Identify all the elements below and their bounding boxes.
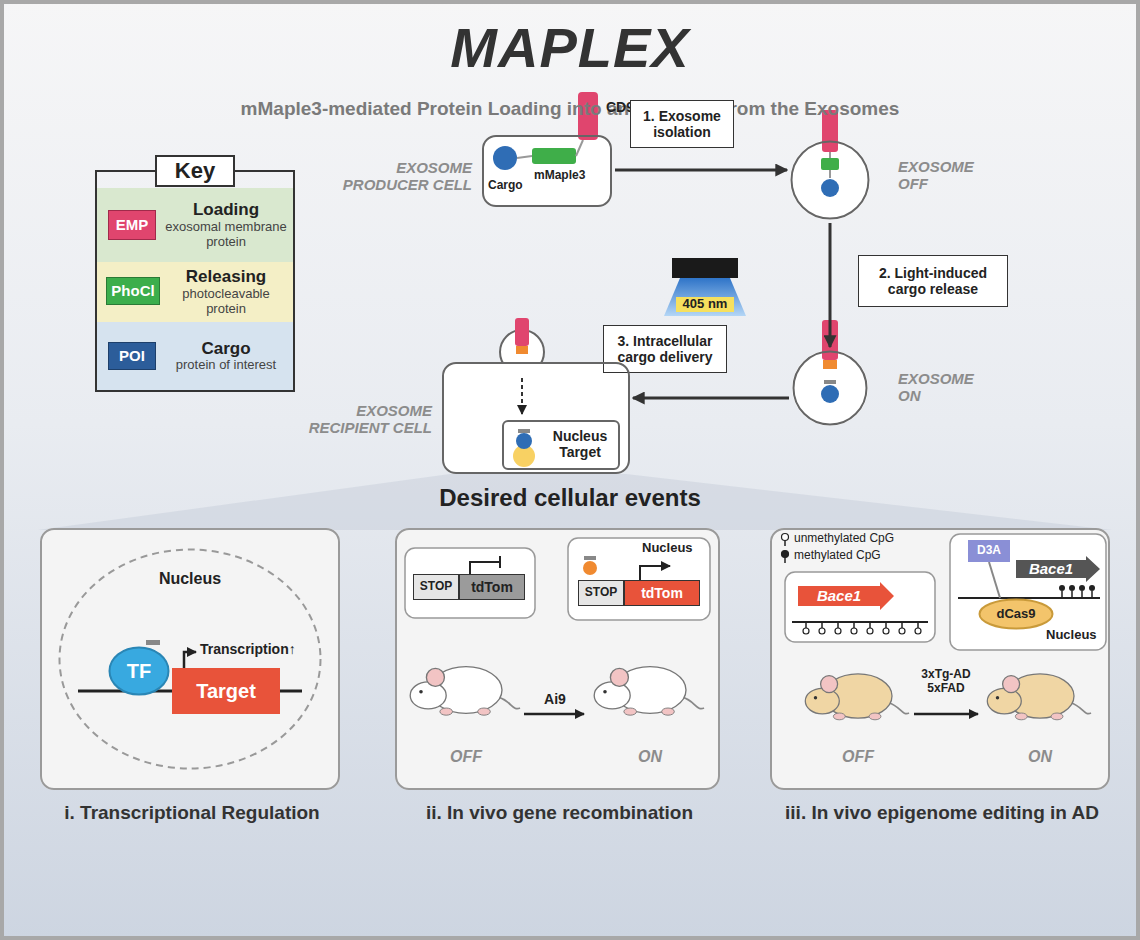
stop-cassette: STOP	[578, 580, 624, 606]
heading: EXOSOME OFF	[898, 158, 988, 193]
box-text: STOP	[585, 586, 617, 600]
process-arrow	[633, 397, 789, 400]
reporter-gene: tdTom	[459, 574, 525, 600]
nucleus-box: Nucleus Target	[502, 420, 620, 470]
event-panel: ii. In vivo gene recombinationSTOPtdTomS…	[395, 528, 720, 790]
event-panel: iii. In vivo epigenome editing in ADBace…	[770, 528, 1110, 790]
step-box: 1. Exosome isolation	[630, 100, 734, 148]
description: photocleavable protein	[163, 287, 289, 317]
key-box: KeyLoadingexosomal membrane proteinEMPRe…	[95, 170, 295, 392]
annotation: Nucleus	[1046, 628, 1102, 643]
box-text: 1. Exosome isolation	[635, 108, 729, 140]
exosome-circle: EXOSOME OFF	[790, 140, 870, 220]
state-label: ON	[1010, 748, 1070, 766]
annotation: Transcription↑	[200, 641, 310, 657]
transcription-factor: TF	[108, 646, 170, 696]
gene-arrow: Bace1	[1016, 556, 1100, 582]
box-text: Bace1	[817, 587, 861, 604]
box-text: EMP	[116, 216, 149, 233]
heading: EXOSOME RECIPIENT CELL	[294, 402, 432, 437]
heading: iii. In vivo epigenome editing in AD	[752, 802, 1132, 824]
heading: EXOSOME PRODUCER CELL	[334, 159, 472, 194]
event-panel: i. Transcriptional RegulationNucleusTFTa…	[40, 528, 340, 790]
state-label: OFF	[828, 748, 888, 766]
key-band: Loadingexosomal membrane protein EMP	[97, 188, 293, 262]
key-band: Releasingphotocleavable protein PhoCl	[97, 262, 293, 322]
description: exosomal membrane protein	[163, 220, 289, 250]
box-text: STOP	[420, 580, 452, 594]
box-text: tdTom	[641, 585, 683, 601]
state-label: OFF	[436, 748, 496, 766]
exosome-circle-outline	[790, 140, 870, 220]
annotation: Nucleus	[642, 541, 706, 556]
state-label: ON	[620, 748, 680, 766]
key-band: Cargoprotein of interest POI	[97, 322, 293, 390]
key-chip: EMP	[108, 210, 156, 240]
heading: Nucleus Target	[544, 428, 616, 460]
producer-cell: EXOSOME PRODUCER CELLCD9mMaple3Cargo	[482, 135, 612, 207]
legend-text: unmethylated CpG	[794, 532, 894, 546]
heading: i. Transcriptional Regulation	[22, 802, 362, 824]
box-text: Loading	[193, 200, 259, 220]
annotation: 3xTg-AD 5xFAD	[908, 668, 984, 696]
key-chip: POI	[108, 342, 156, 370]
dcas9-oval: dCas9	[978, 598, 1054, 630]
box-text: POI	[119, 347, 145, 364]
part-label: Cargo	[488, 179, 534, 193]
legend-entry: unmethylated CpG	[780, 532, 894, 546]
legend-entry: methylated CpG	[780, 549, 881, 563]
subtitle: mMaple3-mediated Protein Loading into an…	[70, 98, 1070, 120]
exosome-circle-outline	[792, 350, 868, 426]
box-text: Target	[196, 680, 256, 703]
target-gene: Target	[172, 668, 280, 714]
description: protein of interest	[176, 358, 276, 373]
box-text: dCas9	[996, 607, 1035, 622]
box-text: 3. Intracellular cargo delivery	[608, 333, 722, 365]
box-text: Cargo	[201, 339, 250, 359]
step-box: 2. Light-induced cargo release	[858, 255, 1008, 307]
wavelength-label: 405 nm	[676, 297, 734, 312]
box-text: Releasing	[186, 267, 266, 287]
process-arrow	[829, 223, 832, 347]
heading: ii. In vivo gene recombination	[387, 802, 732, 824]
cpg-symbol	[780, 532, 790, 546]
part-label: mMaple3	[534, 169, 604, 183]
exosome-circle: EXOSOME ON	[792, 350, 868, 426]
heading: Nucleus	[58, 570, 322, 588]
box-text: TF	[127, 660, 151, 683]
heading: EXOSOME ON	[898, 370, 988, 405]
process-arrow	[615, 169, 787, 172]
d3a-box: D3A	[968, 540, 1010, 562]
title: MAPLEX	[0, 16, 1140, 80]
stop-cassette: STOP	[413, 574, 459, 600]
legend-text: methylated CpG	[794, 549, 881, 563]
box-text: PhoCl	[111, 282, 154, 299]
nucleus-ellipse: NucleusTF Target	[58, 548, 322, 770]
gene-arrow: Bace1	[798, 582, 894, 610]
heading: Key	[155, 155, 235, 187]
box-text: tdTom	[471, 579, 513, 595]
box-text: 2. Light-induced cargo release	[863, 265, 1003, 297]
step-box: 3. Intracellular cargo delivery	[603, 325, 727, 373]
box-text: Bace1	[1029, 560, 1073, 577]
section-heading: Desired cellular events	[320, 484, 820, 512]
recipient-cell: EXOSOME RECIPIENT CELLNucleus Target	[442, 362, 630, 474]
cpg-symbol	[780, 549, 790, 563]
box-text: D3A	[977, 544, 1001, 558]
reporter-gene: tdTom	[624, 580, 700, 606]
annotation: Ai9	[530, 691, 580, 707]
key-chip: PhoCl	[106, 277, 160, 305]
